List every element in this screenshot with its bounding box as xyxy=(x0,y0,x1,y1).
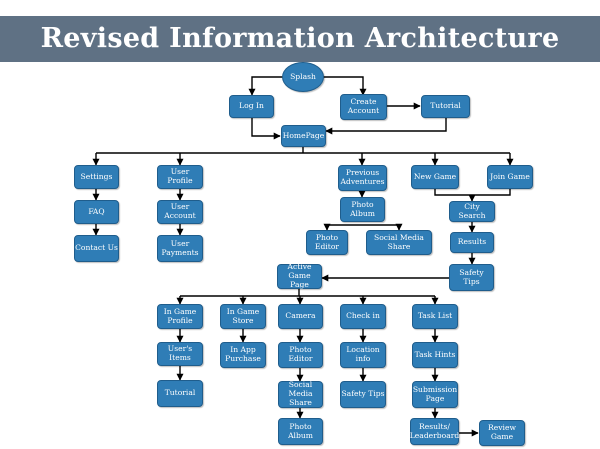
node-location-info: Location info xyxy=(340,342,386,368)
node-task-hints: Task Hints xyxy=(412,342,458,368)
edge-splash-create xyxy=(323,76,367,96)
node-user-account: User Account xyxy=(157,200,203,224)
node-city-search: City Search xyxy=(449,201,495,222)
node-review-game: Review Game xyxy=(479,420,525,446)
edge-login-homepage xyxy=(251,118,281,140)
node-results-leaderboard: Results/ Leaderboard xyxy=(410,418,459,445)
node-photo-editor-top: Photo Editor xyxy=(306,230,348,255)
node-contact-us: Contact Us xyxy=(74,235,119,262)
node-create-account: Create Account xyxy=(340,94,387,120)
node-user-payments: User Payments xyxy=(157,235,203,262)
node-new-game: New Game xyxy=(411,165,459,189)
page-title: Revised Information Architecture xyxy=(40,23,560,54)
node-camera: Camera xyxy=(278,304,323,329)
edge-tutorial-homepage xyxy=(325,118,447,135)
title-banner: Revised Information Architecture xyxy=(0,16,600,62)
node-settings: Settings xyxy=(74,165,119,189)
node-safety-tips-bottom: Safety Tips xyxy=(340,381,386,408)
node-login: Log In xyxy=(229,95,274,118)
node-in-app-purchase: In App Purchase xyxy=(220,342,266,368)
node-user-profile: User Profile xyxy=(157,165,203,189)
node-tutorial-top: Tutorial xyxy=(421,95,470,118)
node-users-items: User's Items xyxy=(157,342,203,366)
node-safety-tips-top: Safety Tips xyxy=(449,264,494,291)
node-splash: Splash xyxy=(282,62,324,92)
node-active-game-page: Active Game Page xyxy=(277,263,322,289)
node-submission-page: Submission Page xyxy=(412,381,458,408)
edge-splash-login xyxy=(248,76,284,96)
node-results: Results xyxy=(450,232,494,253)
node-in-game-store: In Game Store xyxy=(220,304,266,329)
node-social-media-share-top: Social Media Share xyxy=(366,230,432,255)
edge-newgame-merge xyxy=(434,189,511,196)
node-photo-editor-bottom: Photo Editor xyxy=(278,342,323,368)
node-photo-album-bottom: Photo Album xyxy=(278,418,323,445)
node-homepage: HomePage xyxy=(281,125,326,147)
node-previous-adventures: Previous Adventures xyxy=(338,165,387,191)
node-task-list: Task List xyxy=(412,304,458,329)
node-in-game-profile: In Game Profile xyxy=(157,304,203,329)
node-tutorial-bottom: Tutorial xyxy=(157,380,203,407)
node-check-in: Check in xyxy=(340,304,386,329)
node-photo-album-top: Photo Album xyxy=(340,197,385,222)
node-faq: FAQ xyxy=(74,200,119,224)
node-join-game: Join Game xyxy=(487,165,533,189)
node-social-media-share-bottom: Social Media Share xyxy=(278,381,323,408)
